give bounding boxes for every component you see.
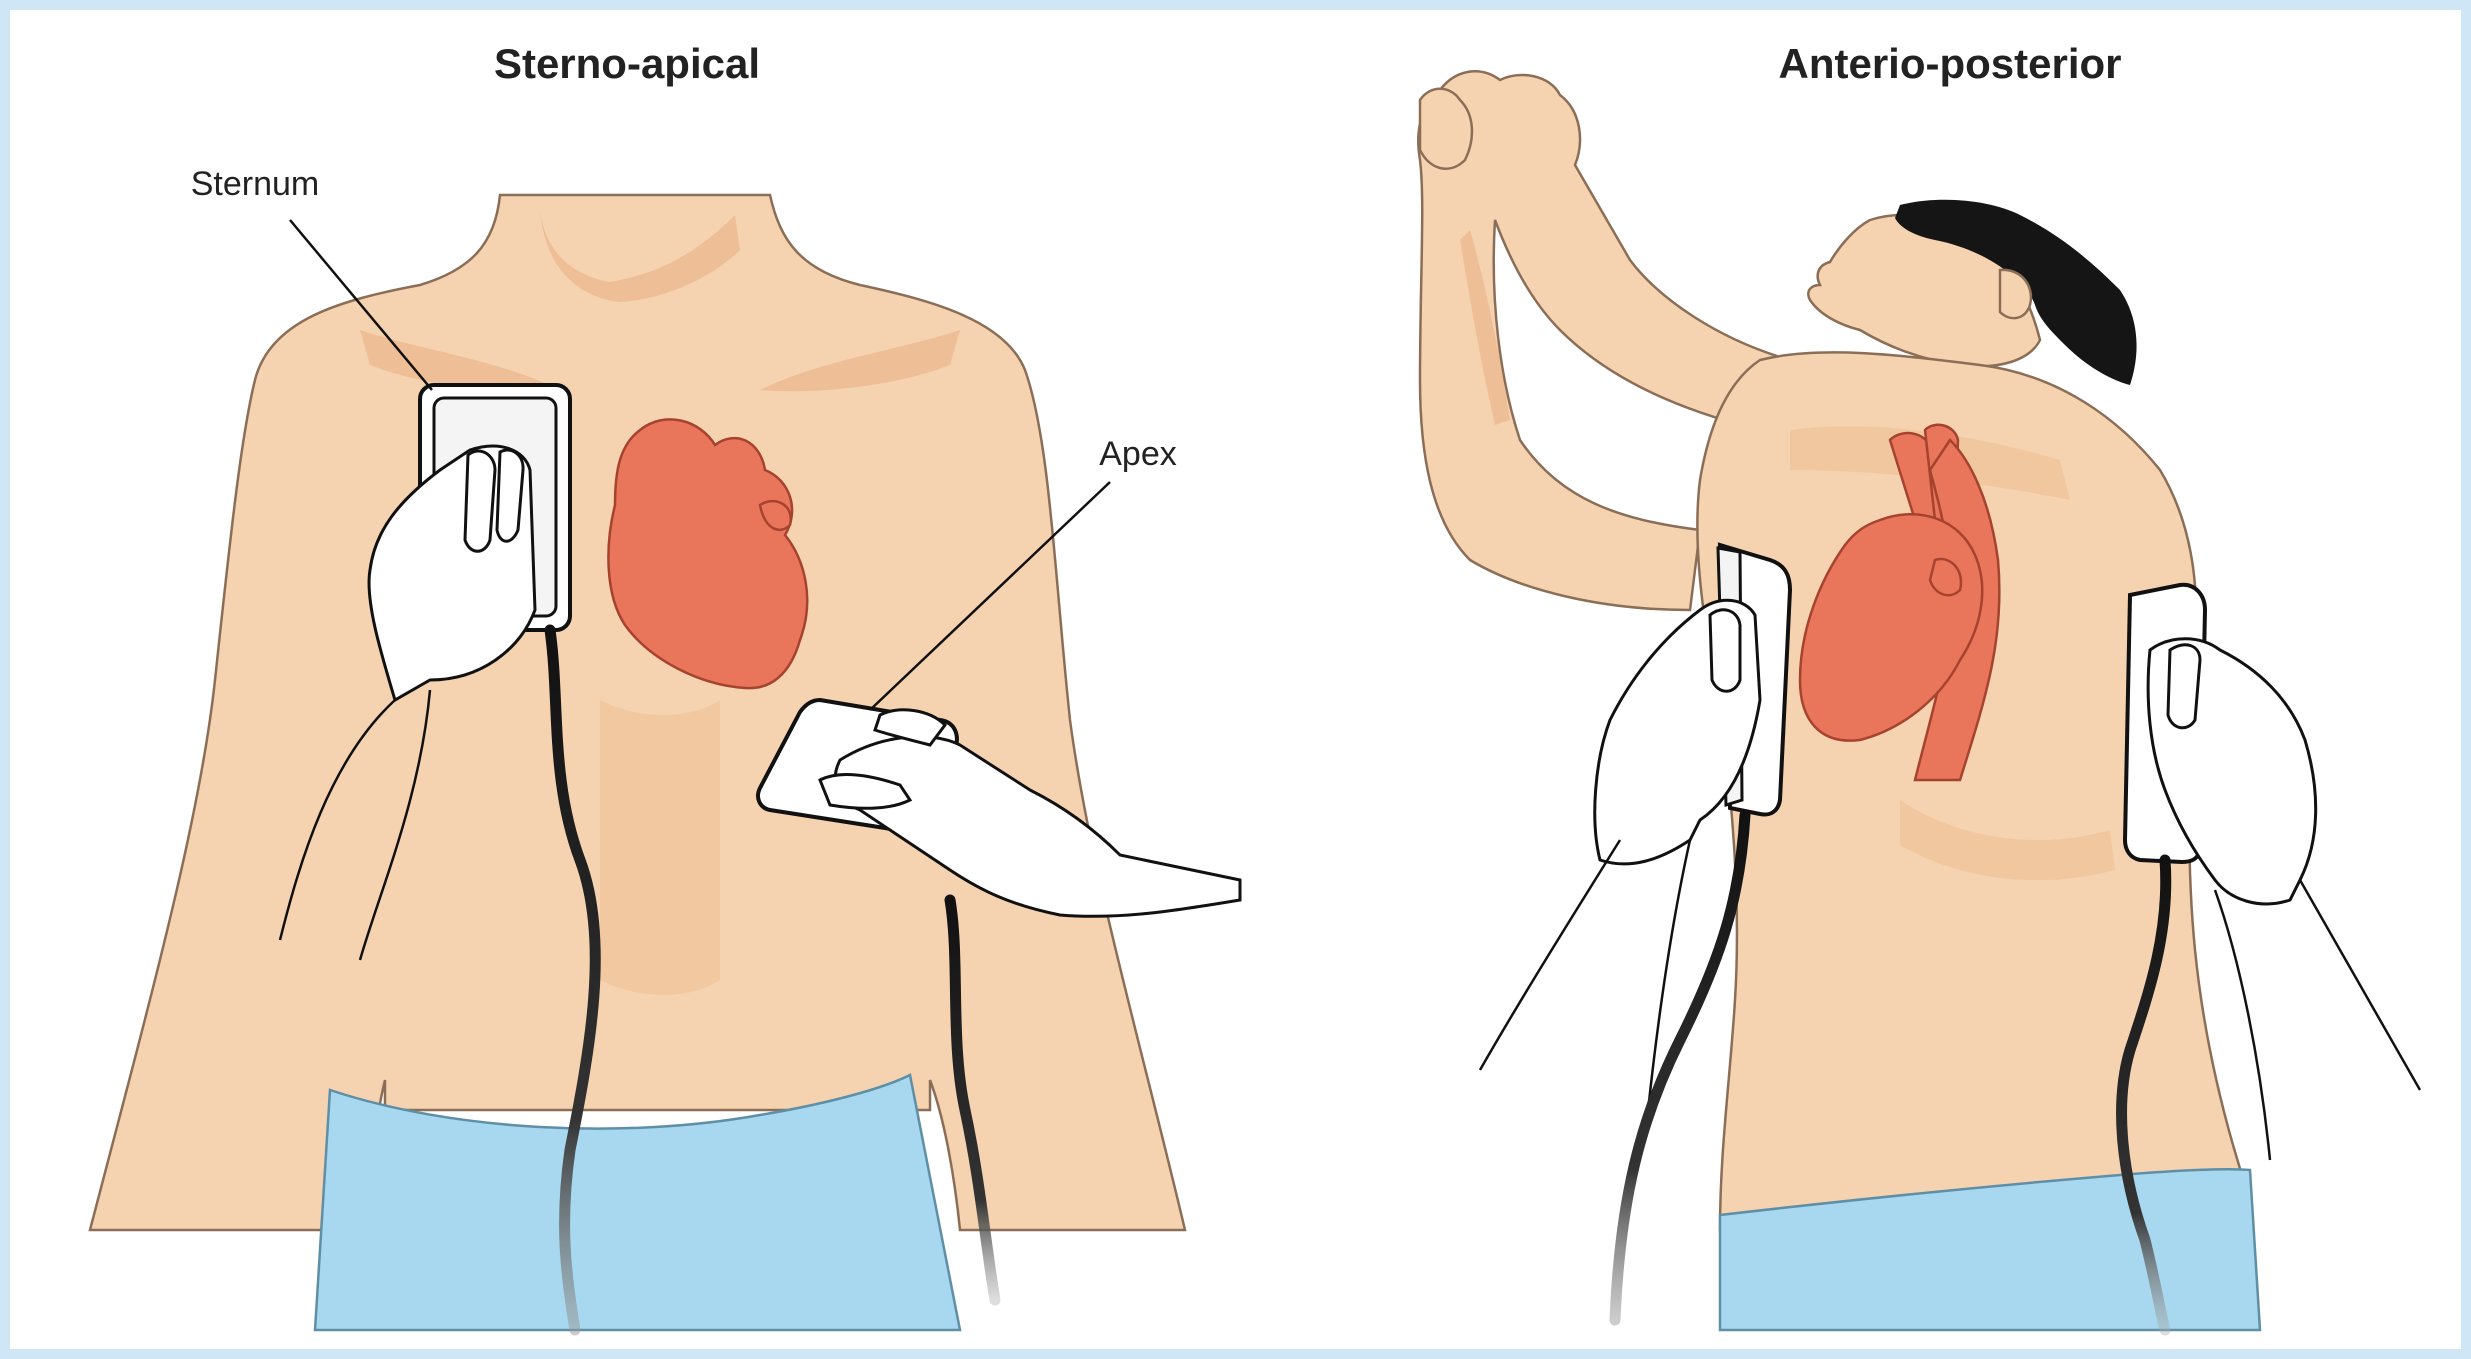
panel-title-anterio-posterior: Anterio-posterior <box>1778 40 2121 87</box>
front-torso <box>90 195 1185 1230</box>
panel-sterno-apical: Sterno-apical <box>90 40 1240 1330</box>
sheet-front <box>315 1075 960 1330</box>
label-apex: Apex <box>1099 435 1177 473</box>
panel-anterio-posterior: Anterio-posterior <box>1418 40 2420 1330</box>
label-sternum: Sternum <box>191 165 320 203</box>
panel-title-sterno-apical: Sterno-apical <box>494 40 760 87</box>
